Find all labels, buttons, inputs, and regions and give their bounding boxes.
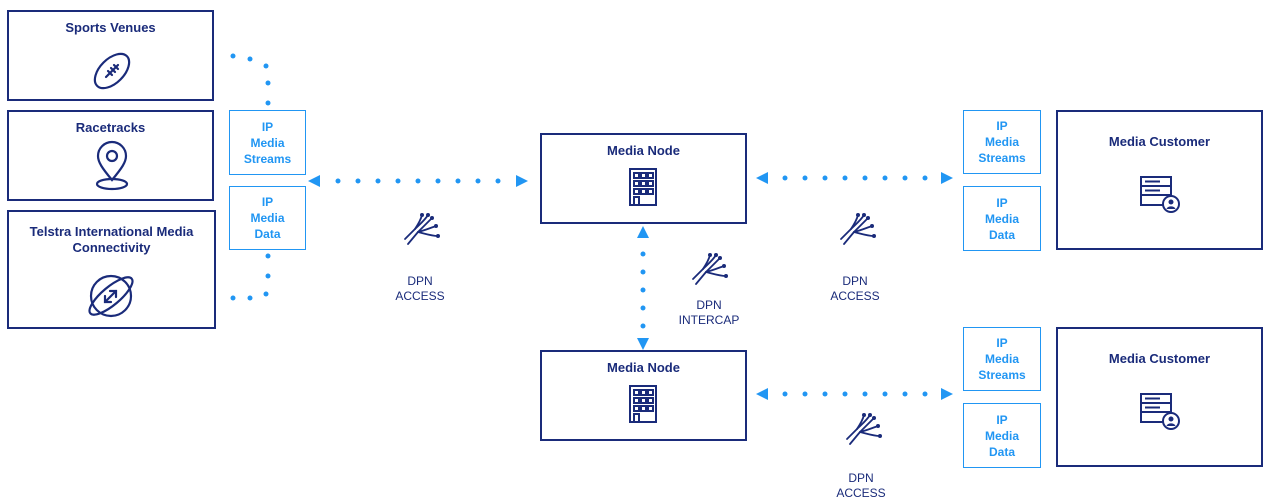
right-bottom-ip-media-data-label: IP Media Data — [984, 412, 1019, 459]
dpn-access-label-right-top: DPN ACCESS — [830, 274, 880, 303]
media-customer-top: Media Customer — [1056, 110, 1263, 250]
fiber-optic-icon — [840, 213, 876, 245]
arrowheads — [308, 172, 953, 400]
fiber-optic-icon — [846, 413, 882, 445]
right-bottom-ip-media-streams: IP Media Streams — [963, 327, 1041, 391]
telstra-international-title: Telstra International Media Connectivity — [29, 224, 194, 255]
media-node-top: Media Node — [540, 133, 747, 224]
sports-venues-title: Sports Venues — [65, 20, 156, 35]
football-icon — [93, 52, 131, 90]
racetracks-box: Racetracks — [7, 110, 214, 201]
media-node-bottom: Media Node — [540, 350, 747, 441]
right-bottom-ip-media-streams-label: IP Media Streams — [978, 336, 1026, 382]
media-node-bottom-title: Media Node — [607, 360, 680, 375]
right-bottom-ip-media-data: IP Media Data — [963, 403, 1041, 468]
dpn-access-label-right-bottom: DPN ACCESS — [836, 471, 886, 500]
media-node-top-title: Media Node — [607, 143, 680, 158]
dotted-connectors — [230, 53, 928, 397]
left-ip-media-data: IP Media Data — [229, 186, 306, 250]
globe-icon — [88, 274, 134, 318]
building-icon — [629, 385, 657, 423]
right-top-ip-media-data-label: IP Media Data — [984, 195, 1019, 242]
telstra-international-box: Telstra International Media Connectivity — [7, 210, 216, 329]
left-ip-media-data-label: IP Media Data — [250, 195, 285, 241]
location-pin-icon — [95, 140, 129, 191]
media-customer-bottom: Media Customer — [1056, 327, 1263, 467]
server-user-icon — [1140, 176, 1180, 213]
right-top-ip-media-data: IP Media Data — [963, 186, 1041, 251]
building-icon — [629, 168, 657, 206]
media-customer-top-title: Media Customer — [1108, 134, 1211, 149]
fiber-optic-icon — [404, 213, 440, 245]
fiber-optic-icon — [692, 253, 728, 285]
right-top-ip-media-streams-label: IP Media Streams — [978, 119, 1026, 165]
right-top-ip-media-streams: IP Media Streams — [963, 110, 1041, 174]
sports-venues-box: Sports Venues — [7, 10, 214, 101]
left-ip-media-streams-label: IP Media Streams — [243, 119, 292, 166]
dpn-access-label-left: DPN ACCESS — [395, 274, 445, 303]
dpn-intercap-label: DPN INTERCAP — [678, 298, 740, 327]
server-user-icon — [1140, 393, 1180, 430]
left-ip-media-streams: IP Media Streams — [229, 110, 306, 175]
racetracks-title: Racetracks — [75, 120, 146, 135]
media-customer-bottom-title: Media Customer — [1108, 351, 1211, 366]
